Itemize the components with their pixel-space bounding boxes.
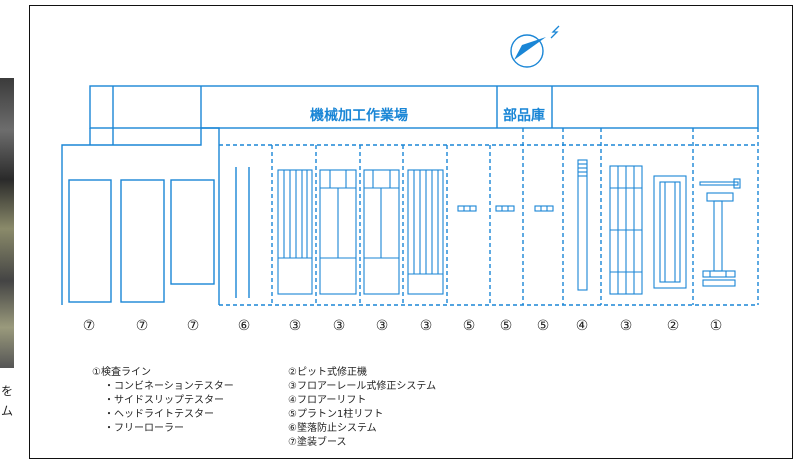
floor-rail-frame: [277, 169, 313, 295]
pit-straightener: [653, 175, 687, 289]
bay-number: ①: [709, 318, 723, 334]
floor-rail-frame: [363, 169, 400, 295]
floor-rail-grid: [609, 165, 643, 295]
floor-rail-frame: [319, 169, 357, 295]
platon-lifts: [457, 205, 554, 212]
bay-number: ⑤: [462, 318, 476, 334]
dashed-bays: [219, 128, 759, 306]
bay-number: ⑤: [536, 318, 550, 334]
legend-subitem: ・コンビネーションテスター: [104, 381, 234, 392]
legend-right: ②ピット式修正機 ③フロアーレール式修正システム ④フロアーリフト ⑤プラトン1…: [288, 366, 436, 450]
machining-area-label: 機械加工作業場: [310, 108, 408, 124]
booth-outline: [61, 127, 220, 305]
cropped-photo: [0, 78, 14, 368]
floor-rail-systems: [277, 169, 444, 295]
legend-subitem: ・サイドスリップテスター: [104, 395, 224, 406]
bay-number: ⑦: [82, 318, 96, 334]
bay-number: ③: [419, 318, 433, 334]
legend-item: ④フロアーリフト: [288, 395, 367, 406]
bay-number: ③: [375, 318, 389, 334]
legend-item: ①検査ライン: [92, 367, 151, 378]
booth-cell: [170, 179, 215, 285]
bay-number: ③: [332, 318, 346, 334]
booth-cell: [120, 179, 165, 303]
machining-block-outline: [89, 85, 759, 129]
side-caption-1: を: [1, 384, 14, 398]
legend-subitem: ・ヘッドライトテスター: [104, 409, 214, 420]
floor-lift: [577, 159, 588, 291]
left-edge-strip: を ム: [0, 0, 16, 470]
bay-number: ⑤: [499, 318, 513, 334]
legend-subitem: ・フリーローラー: [104, 423, 184, 434]
legend-item: ②ピット式修正機: [288, 367, 367, 378]
top-building-outline: [89, 85, 759, 145]
side-caption-2: ム: [1, 404, 14, 418]
bay-number: ③: [619, 318, 633, 334]
bay-number: ②: [666, 318, 680, 334]
inspection-line: [699, 178, 741, 287]
north-arrow-icon: [510, 25, 560, 68]
legend-item: ③フロアーレール式修正システム: [288, 381, 437, 392]
legend-item: ⑤プラトン1柱リフト: [288, 409, 384, 420]
floor-plan-frame: [29, 5, 793, 459]
legend-left: ①検査ライン ・コンビネーションテスター ・サイドスリップテスター ・ヘッドライ…: [92, 366, 234, 436]
legend-item: ⑦塗装ブース: [288, 437, 347, 448]
bay-number: ⑦: [135, 318, 149, 334]
booth-cell: [68, 179, 112, 303]
legend-item: ⑥墜落防止システム: [288, 423, 377, 434]
bay-number: ⑦: [186, 318, 200, 334]
bay-number: ③: [288, 318, 302, 334]
parts-storage-label: 部品庫: [503, 108, 545, 124]
paint-booth-area: [61, 127, 220, 305]
bay-number: ⑥: [237, 318, 251, 334]
bay-number: ④: [575, 318, 589, 334]
